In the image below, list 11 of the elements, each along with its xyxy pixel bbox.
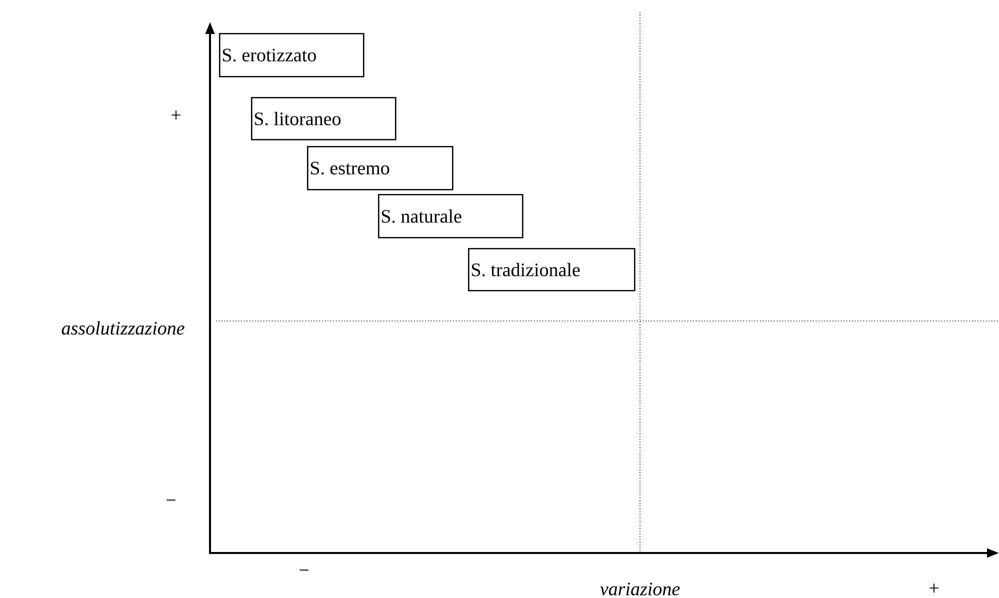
axis-sign: − [166,500,176,501]
axis-sign: + [172,110,180,120]
axis-sign: + [930,584,938,592]
label-box: S. naturale [378,194,524,238]
label-box: S. estremo [307,146,454,190]
axis-title: variazione [600,582,680,596]
label-box: S. erotizzato [219,33,364,78]
axis-sign: − [300,570,308,571]
label-box: S. litoraneo [251,97,396,140]
label-box: S. tradizionale [468,248,636,292]
axis-title: assolutizzazione [62,321,184,335]
